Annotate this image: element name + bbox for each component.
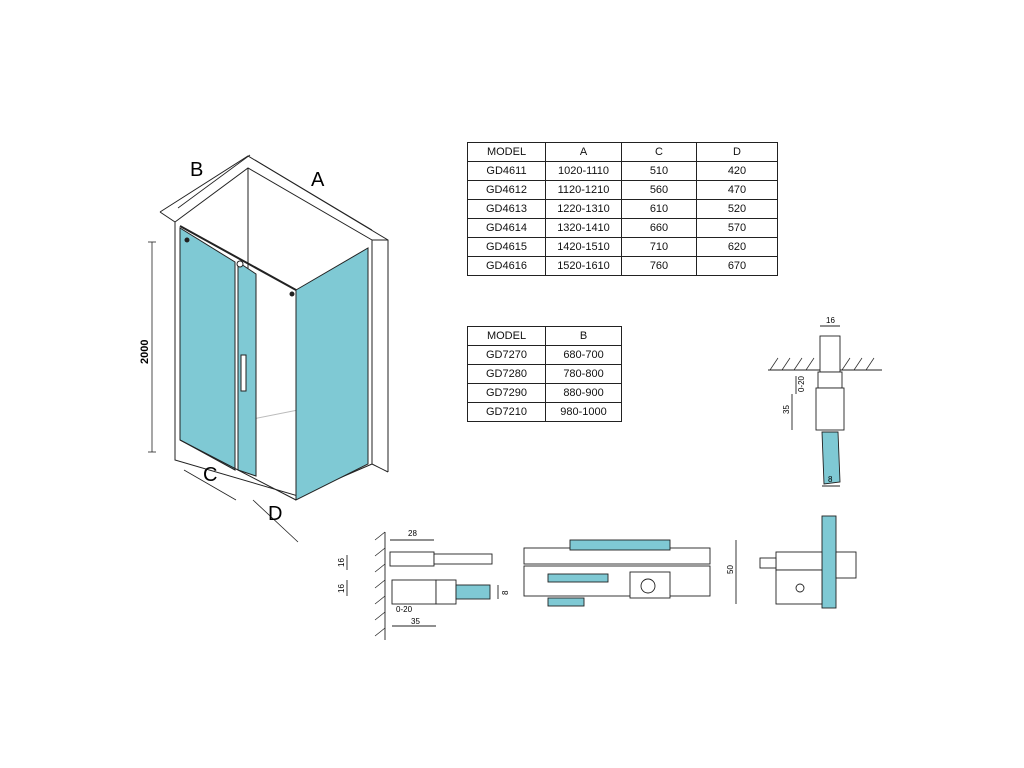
door-handle bbox=[240, 354, 247, 392]
roller-detail bbox=[523, 539, 737, 607]
table-row: GD7290 880-900 bbox=[467, 383, 622, 403]
table-cell: 760 bbox=[621, 256, 697, 276]
table-cell: GD4615 bbox=[467, 237, 546, 257]
table-header-row: MODEL B bbox=[467, 326, 622, 346]
table-cell: GD7280 bbox=[467, 364, 546, 384]
table-cell: 610 bbox=[621, 199, 697, 219]
fixed-glass-panel bbox=[237, 261, 257, 477]
table-cell: GD4614 bbox=[467, 218, 546, 238]
table-cell: 1320-1410 bbox=[545, 218, 622, 238]
table-cell: 510 bbox=[621, 161, 697, 181]
table-row: GD4613 1220-1310 610 520 bbox=[467, 199, 778, 219]
table-cell: 620 bbox=[696, 237, 778, 257]
ceiling-dim-adjust: 0-20 bbox=[797, 375, 806, 392]
table-row: GD4614 1320-1410 660 570 bbox=[467, 218, 778, 238]
table-cell: 1220-1310 bbox=[545, 199, 622, 219]
table-cell: GD4612 bbox=[467, 180, 546, 200]
table-cell: 660 bbox=[621, 218, 697, 238]
dim-label-b: B bbox=[190, 159, 203, 181]
table-cell: 1420-1510 bbox=[545, 237, 622, 257]
table-row: GD4615 1420-1510 710 620 bbox=[467, 237, 778, 257]
table-cell: 1020-1110 bbox=[545, 161, 622, 181]
table-header-cell: C bbox=[621, 142, 697, 162]
table-header-cell: MODEL bbox=[467, 142, 546, 162]
table-cell: 710 bbox=[621, 237, 697, 257]
table-row: GD7280 780-800 bbox=[467, 364, 622, 384]
side-profile-detail bbox=[759, 515, 857, 609]
table-row: GD7210 980-1000 bbox=[467, 402, 622, 422]
table-cell: GD7210 bbox=[467, 402, 546, 422]
table-row: GD4616 1520-1610 760 670 bbox=[467, 256, 778, 276]
wall-dim-35: 35 bbox=[411, 617, 420, 626]
wall-dim-16b: 16 bbox=[337, 584, 346, 593]
table-cell: 470 bbox=[696, 180, 778, 200]
wall-dim-8: 8 bbox=[501, 590, 510, 595]
table-header-cell: A bbox=[545, 142, 622, 162]
table-cell: 880-900 bbox=[545, 383, 622, 403]
wall-dim-28: 28 bbox=[408, 529, 417, 538]
table-header-cell: B bbox=[545, 326, 622, 346]
ceiling-dim-glass: 8 bbox=[828, 475, 833, 484]
table-row: GD7270 680-700 bbox=[467, 345, 622, 365]
model-dimension-table-a: MODEL A C D GD4611 1020-1110 510 420 GD4… bbox=[467, 142, 778, 276]
wall-dim-adjust: 0-20 bbox=[396, 605, 413, 614]
model-dimension-table-b: MODEL B GD7270 680-700 GD7280 780-800 GD… bbox=[467, 326, 622, 422]
ceiling-mount-detail bbox=[768, 325, 882, 487]
table-row: GD4612 1120-1210 560 470 bbox=[467, 180, 778, 200]
dim-label-a: A bbox=[311, 169, 325, 191]
table-header-cell: MODEL bbox=[467, 326, 546, 346]
table-cell: 1120-1210 bbox=[545, 180, 622, 200]
dim-label-d: D bbox=[268, 503, 282, 525]
table-cell: GD7290 bbox=[467, 383, 546, 403]
table-cell: 420 bbox=[696, 161, 778, 181]
dim-label-height: 2000 bbox=[139, 340, 151, 364]
table-cell: GD4613 bbox=[467, 199, 546, 219]
table-cell: 560 bbox=[621, 180, 697, 200]
table-cell: 1520-1610 bbox=[545, 256, 622, 276]
wall-mount-detail bbox=[346, 531, 499, 640]
ceiling-dim-width: 16 bbox=[826, 316, 835, 325]
table-cell: GD4611 bbox=[467, 161, 546, 181]
table-cell: 680-700 bbox=[545, 345, 622, 365]
sliding-glass-panel bbox=[179, 227, 236, 471]
ceiling-dim-depth: 35 bbox=[782, 405, 791, 414]
table-cell: 520 bbox=[696, 199, 778, 219]
table-cell: GD7270 bbox=[467, 345, 546, 365]
table-cell: GD4616 bbox=[467, 256, 546, 276]
enclosure-dimensions bbox=[148, 154, 373, 543]
table-header-cell: D bbox=[696, 142, 778, 162]
shower-enclosure-drawing bbox=[159, 155, 389, 501]
table-cell: 670 bbox=[696, 256, 778, 276]
dim-label-c: C bbox=[203, 464, 217, 486]
table-row: GD4611 1020-1110 510 420 bbox=[467, 161, 778, 181]
table-header-row: MODEL A C D bbox=[467, 142, 778, 162]
table-cell: 780-800 bbox=[545, 364, 622, 384]
table-cell: 570 bbox=[696, 218, 778, 238]
wall-dim-16a: 16 bbox=[337, 558, 346, 567]
table-cell: 980-1000 bbox=[545, 402, 622, 422]
roller-dim-50: 50 bbox=[726, 565, 735, 574]
side-glass-panel bbox=[295, 247, 369, 501]
